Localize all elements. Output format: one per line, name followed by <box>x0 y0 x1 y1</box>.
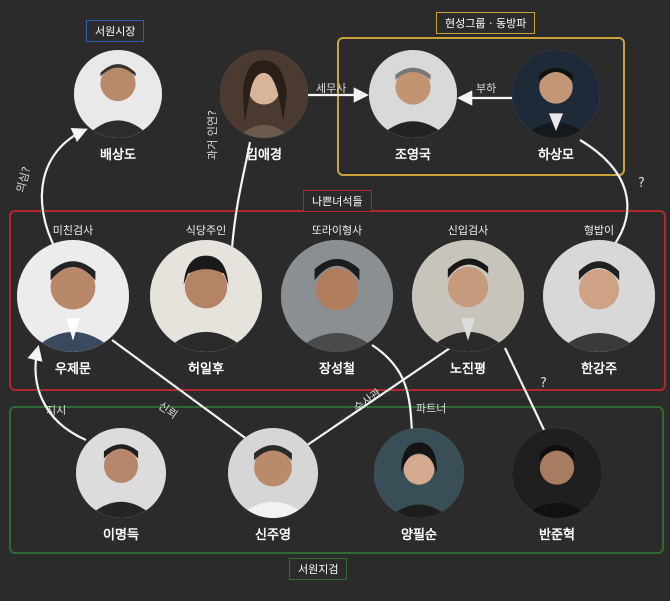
person-han: 형밥이 한강주 <box>538 222 660 377</box>
tag-mayor: 서원시장 <box>86 20 145 42</box>
name-han: 한강주 <box>581 362 617 377</box>
tag-hyunsung: 현성그룹 · 동방파 <box>436 12 536 34</box>
label-ha-jo: 부하 <box>476 82 497 95</box>
name-bae: 배상도 <box>100 148 136 163</box>
person-kim: 김애경 <box>214 50 314 163</box>
person-ban: 반준혁 <box>506 428 608 543</box>
role-noh: 신입검사 <box>447 224 489 237</box>
person-bae: 배상도 <box>68 50 168 163</box>
portrait-woo <box>17 240 129 352</box>
person-yang: 양필순 <box>368 428 470 543</box>
hyunsung-group-box <box>337 37 625 176</box>
label-kim-jo: 세무사 <box>316 82 347 95</box>
portrait-jang <box>281 240 393 352</box>
line-jang-yang <box>371 344 414 433</box>
name-jang: 장성철 <box>319 362 355 377</box>
name-ban: 반준혁 <box>539 528 575 543</box>
line-noh-ban <box>504 347 546 433</box>
label-noh-ban: ? <box>540 376 547 391</box>
portrait-jo <box>369 50 457 138</box>
portrait-han <box>543 240 655 352</box>
tag-villains: 나쁜녀석들 <box>303 190 372 212</box>
role-jang: 또라이형사 <box>311 224 363 237</box>
name-woo: 우제문 <box>55 362 91 377</box>
portrait-noh <box>412 240 524 352</box>
tag-prosecutors: 서원지검 <box>289 558 348 580</box>
label-jang-yang: 파트너 <box>416 402 447 415</box>
line-shin-noh <box>299 347 451 451</box>
person-ha: 하상모 <box>506 50 606 163</box>
name-jo: 조영국 <box>395 148 431 163</box>
portrait-ban <box>512 428 602 518</box>
line-lee-woo <box>27 345 87 442</box>
role-heo: 식당주인 <box>185 224 227 237</box>
name-lee: 이명득 <box>103 528 139 543</box>
name-kim: 김애경 <box>246 148 282 163</box>
portrait-lee <box>76 428 166 518</box>
prosecutors-group-box <box>9 406 664 554</box>
role-woo: 미친검사 <box>52 224 94 237</box>
portrait-heo <box>150 240 262 352</box>
name-noh: 노진평 <box>450 362 486 377</box>
portrait-kim <box>220 50 308 138</box>
portrait-ha <box>512 50 600 138</box>
label-han-ha: ? <box>638 176 645 191</box>
name-shin: 신주영 <box>255 528 291 543</box>
line-woo-bae <box>40 127 88 251</box>
line-woo-shin <box>111 339 249 441</box>
label-lee-woo: 지시 <box>46 404 67 417</box>
portrait-bae <box>74 50 162 138</box>
portrait-shin <box>228 428 318 518</box>
line-han-ha <box>579 139 629 249</box>
person-noh: 신입검사 노진평 <box>407 222 529 377</box>
person-heo: 식당주인 허일후 <box>145 222 267 377</box>
line-heo-kim <box>230 141 252 249</box>
role-han: 형밥이 <box>583 224 615 237</box>
person-lee: 이명득 <box>70 428 172 543</box>
name-ha: 하상모 <box>538 148 574 163</box>
name-yang: 양필순 <box>401 528 437 543</box>
portrait-yang <box>374 428 464 518</box>
name-heo: 허일후 <box>188 362 224 377</box>
person-jang: 또라이형사 장성철 <box>276 222 398 377</box>
person-shin: 신주영 <box>222 428 324 543</box>
person-woo: 미친검사 우제문 <box>12 222 134 377</box>
person-jo: 조영국 <box>363 50 463 163</box>
